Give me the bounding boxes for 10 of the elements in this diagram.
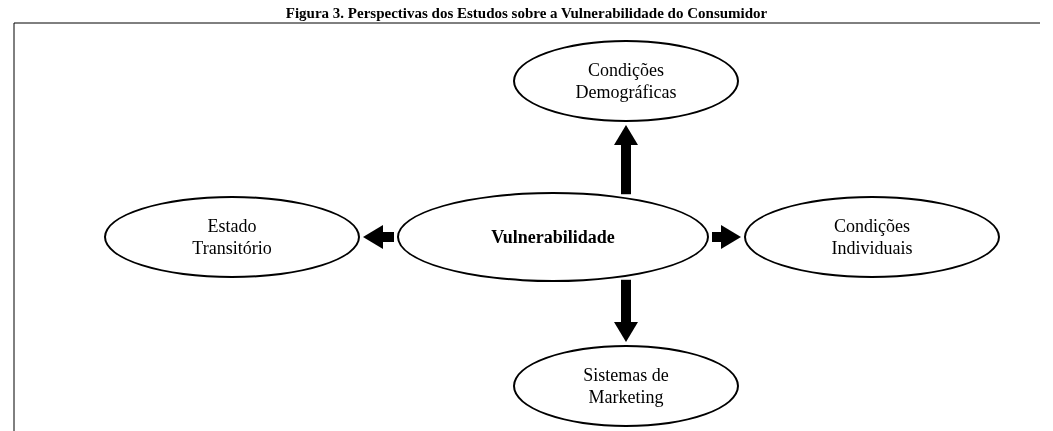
node-label: Estado Transitório <box>191 215 273 259</box>
arrow <box>614 279 638 342</box>
arrow <box>614 125 638 195</box>
arrow <box>363 225 394 249</box>
node-label: Sistemas de Marketing <box>582 364 670 408</box>
arrow <box>712 225 741 249</box>
node-label: Condições Demográficas <box>575 59 677 103</box>
figure-title: Figura 3. Perspectivas dos Estudos sobre a Vulnerabilidade do Consumidor <box>284 4 769 23</box>
central-label: Vulnerabilidade <box>491 226 615 248</box>
node-label: Condições Individuais <box>830 215 914 259</box>
